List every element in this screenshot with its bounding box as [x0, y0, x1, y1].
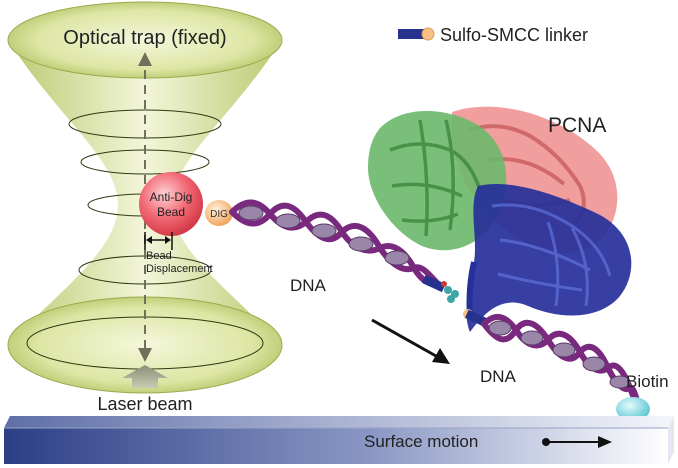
biotin-tag — [616, 397, 650, 421]
dig-label: DIG — [210, 209, 228, 220]
linker-legend: Sulfo-SMCC linker — [398, 25, 588, 45]
surface-slab — [4, 416, 674, 464]
down-arrow-icon — [138, 348, 152, 362]
bead-label-line1: Anti-Dig — [150, 190, 193, 204]
linker-legend-swatch — [398, 29, 424, 39]
laser-beam-label: Laser beam — [97, 394, 192, 414]
dig-tag: DIG — [205, 200, 233, 226]
laser-arrow-icon — [122, 365, 168, 388]
right-arrow-icon — [542, 436, 612, 448]
displacement-label-line2: Displacement — [146, 263, 213, 275]
trap-title: Optical trap (fixed) — [63, 27, 226, 49]
bead-label-line2: Bead — [157, 205, 185, 219]
linker-left — [421, 274, 446, 293]
pcna-protein — [368, 106, 632, 332]
linker-legend-label: Sulfo-SMCC linker — [440, 25, 588, 45]
biotin-label: Biotin — [626, 372, 669, 391]
dna-left-label: DNA — [290, 276, 327, 295]
pcna-label: PCNA — [548, 114, 606, 137]
dna-right-label: DNA — [480, 367, 517, 386]
dna-strand-left — [229, 199, 443, 289]
diagonal-arrow-icon — [371, 318, 450, 364]
anti-dig-bead: Anti-Dig Bead — [139, 172, 203, 236]
up-arrow-icon — [138, 52, 152, 66]
surface-motion-label: Surface motion — [364, 432, 478, 451]
dna-strand-right — [481, 313, 643, 411]
bead-displacement-marker: Bead Displacement — [144, 232, 213, 275]
displacement-label-line1: Bead — [146, 250, 172, 262]
